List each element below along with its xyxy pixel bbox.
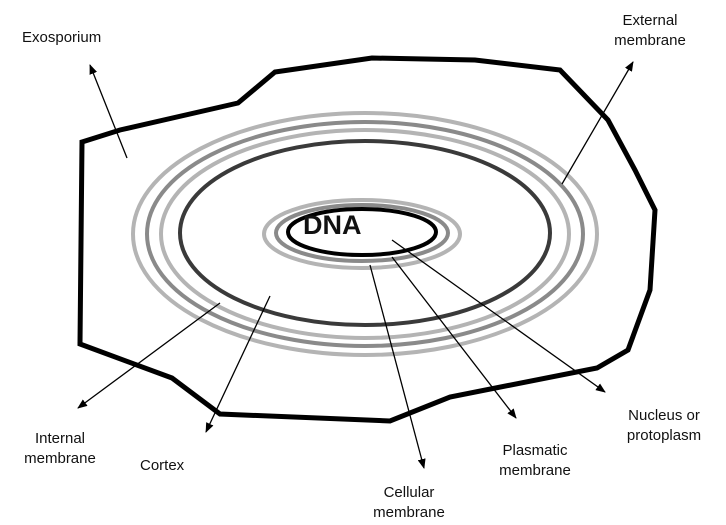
plasmatic-membrane-label: Plasmatic membrane: [488, 441, 582, 481]
nucleus-label-line1: Nucleus or: [618, 406, 710, 426]
external-membrane-label: External membrane: [610, 11, 690, 51]
external-membrane-label-line1: External: [610, 11, 690, 31]
plasmatic-membrane-label-line2: membrane: [488, 461, 582, 481]
internal-membrane-label-line2: membrane: [14, 449, 106, 469]
external-membrane-ring-outer: [133, 113, 597, 355]
nucleus-label-line2: protoplasm: [618, 426, 710, 446]
internal-membrane-arrow: [78, 303, 220, 408]
nucleus-arrow: [392, 240, 605, 392]
cellular-membrane-label: Cellular membrane: [361, 483, 457, 523]
exosporium-label: Exosporium: [22, 28, 101, 48]
dna-label: DNA: [303, 210, 362, 241]
cortex-ring: [180, 141, 550, 325]
exosporium-arrow: [90, 65, 127, 158]
cellular-membrane-label-line2: membrane: [361, 503, 457, 523]
internal-membrane-label: Internal membrane: [14, 429, 106, 469]
internal-membrane-ring: [161, 130, 569, 338]
internal-membrane-label-line1: Internal: [14, 429, 106, 449]
nucleus-or-protoplasm-label: Nucleus or protoplasm: [618, 406, 710, 446]
cellular-membrane-arrow: [370, 265, 424, 468]
cortex-label: Cortex: [140, 456, 184, 476]
cellular-membrane-label-line1: Cellular: [361, 483, 457, 503]
plasmatic-membrane-label-line1: Plasmatic: [488, 441, 582, 461]
external-membrane-ring-mid: [147, 122, 583, 346]
plasmatic-membrane-ring: [276, 205, 448, 261]
external-membrane-label-line2: membrane: [610, 31, 690, 51]
